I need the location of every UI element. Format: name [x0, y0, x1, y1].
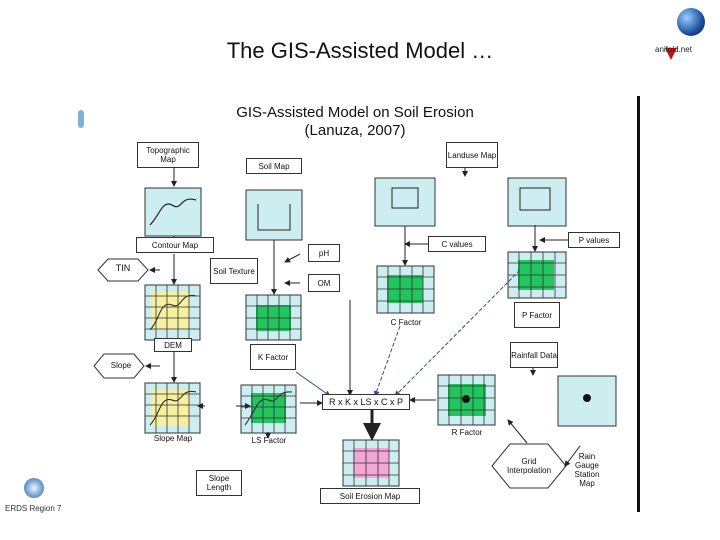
r-factor-label: R Factor	[451, 428, 483, 437]
region-logo-icon	[24, 478, 44, 498]
landuse-map-label: Landuse Map	[446, 142, 498, 168]
p-map-frame	[507, 177, 567, 227]
rainfall-data-label: Rainfall Data	[510, 342, 558, 368]
left-bar-decoration	[78, 110, 84, 128]
dem-label: DEM	[154, 338, 192, 352]
grid-interpolation-label: Grid Interpolation	[506, 457, 552, 475]
k-factor-label: K Factor	[250, 344, 296, 370]
tin-hexagon	[97, 258, 149, 282]
ls-factor-grid	[240, 384, 297, 434]
vertical-divider	[637, 96, 640, 512]
diagram-title-line2: (Lanuza, 2007)	[304, 122, 406, 139]
soil-map-label: Soil Map	[246, 158, 302, 174]
c-values-label: C values	[428, 236, 486, 252]
om-label: OM	[308, 274, 340, 292]
soil-map-frame	[245, 189, 303, 241]
topographic-map-label: Topographic Map	[137, 142, 199, 168]
p-factor-label: P Factor	[514, 302, 560, 328]
slide-title: The GIS-Assisted Model …	[226, 38, 494, 63]
r-factor-grid	[437, 374, 496, 426]
p-values-label: P values	[568, 232, 620, 248]
ph-label: pH	[308, 244, 340, 262]
contour-map-label: Contour Map	[136, 237, 214, 253]
rain-gauge-label: Rain Gauge Station Map	[574, 452, 600, 488]
k-factor-grid	[245, 294, 302, 341]
logo-flag-icon	[665, 48, 677, 60]
dem-grid	[144, 284, 201, 341]
tin-label: TIN	[115, 263, 131, 273]
soil-erosion-map-label: Soil Erosion Map	[320, 488, 420, 504]
soil-texture-label: Soil Texture	[210, 258, 258, 284]
c-factor-grid	[376, 265, 435, 314]
slope-map-grid	[144, 382, 201, 434]
formula-label: R x K x LS x C x P	[322, 394, 410, 410]
globe-logo-icon	[677, 8, 705, 36]
slope-length-label: Slope Length	[196, 470, 242, 496]
soil-erosion-grid	[342, 439, 400, 487]
slope-hexagon	[93, 353, 145, 379]
topographic-map-frame	[144, 187, 202, 237]
logo-text: anifold.net	[655, 45, 692, 54]
slope-map-label: Slope Map	[153, 434, 193, 443]
diagram-title: GIS-Assisted Model on Soil Erosion (Lanu…	[190, 104, 520, 140]
slope-label: Slope	[110, 361, 132, 370]
landuse-map-frame	[374, 177, 436, 227]
footer-text: ERDS Region 7	[5, 504, 62, 513]
ls-factor-label: LS Factor	[251, 436, 287, 445]
c-factor-label: C Factor	[390, 318, 422, 327]
p-factor-grid	[507, 251, 567, 299]
diagram-title-line1: GIS-Assisted Model on Soil Erosion	[236, 104, 474, 121]
